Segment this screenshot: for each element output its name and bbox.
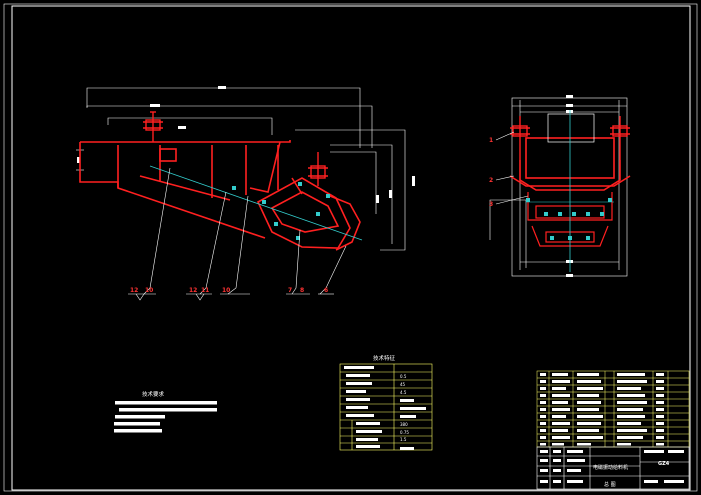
title-block-cells — [540, 450, 684, 483]
end-view-bolts — [526, 198, 612, 240]
end-view-suspension-right — [610, 116, 630, 160]
balloon-label: 6 — [324, 287, 328, 294]
tech-requirements-lines — [114, 401, 217, 433]
balloon-label: 7 — [288, 287, 292, 294]
balloon-label: 3 — [489, 201, 493, 208]
balloon-label: 10 — [145, 287, 153, 294]
balloon-label: 2 — [489, 177, 493, 184]
parts-list — [536, 370, 690, 448]
drawing-number: GZ4 — [658, 461, 670, 467]
spec-value: 380 — [400, 422, 408, 427]
right-suspension — [308, 152, 328, 186]
parts-list-cells — [540, 373, 664, 446]
side-view-dim-values — [77, 86, 415, 203]
left-suspension — [143, 111, 163, 142]
tech-requirements-title: 技术要求 — [142, 390, 165, 398]
balloon-label: 12 — [189, 287, 197, 294]
balloon-label: 8 — [300, 287, 304, 294]
end-view-leaders — [495, 131, 529, 205]
outer-frame — [3, 3, 698, 492]
spec-value: 0.5 — [400, 374, 407, 379]
spec-value: 45 — [400, 382, 406, 387]
product-name: 电磁振动给料机 — [593, 464, 628, 471]
tech-requirements: 技术要求 — [114, 390, 217, 433]
sheet-label: 总 图 — [604, 481, 616, 488]
tech-specs-values: 0.5 45 4.5 380 0.75 1.5 — [400, 374, 409, 442]
spec-value: 1.5 — [400, 437, 407, 442]
balloon-label: 12 — [130, 287, 138, 294]
side-view-dimensions — [76, 87, 406, 251]
balloon-label: 10 — [222, 287, 230, 294]
tech-specs-labels — [344, 366, 382, 448]
exciter-bolts — [232, 182, 330, 240]
electromagnetic-exciter — [256, 177, 361, 251]
tech-specs-title: 技术特征 — [373, 354, 396, 362]
end-view-dimensions — [489, 97, 628, 277]
balloon-label: 11 — [201, 287, 209, 294]
title-block: 电磁振动给料机 GZ4 总 图 — [536, 446, 690, 490]
end-view-dim-values — [566, 95, 573, 277]
side-view-centerline — [149, 165, 363, 241]
spec-value: 0.75 — [400, 430, 409, 435]
feeder-trough — [79, 140, 291, 239]
end-view: 1 2 3 — [489, 95, 631, 277]
spec-value: 4.5 — [400, 390, 407, 395]
end-view-balloons: 1 2 3 — [489, 137, 493, 208]
balloon-label: 1 — [489, 137, 493, 144]
end-view-suspension-left — [510, 116, 530, 160]
tech-specs-table: 技术特征 — [339, 354, 433, 451]
inner-frame — [11, 5, 691, 491]
side-view-balloons: 12 10 12 11 10 7 8 6 — [130, 287, 328, 294]
side-view-leaders — [128, 167, 347, 301]
side-view: 12 10 12 11 10 7 8 6 — [76, 86, 415, 301]
